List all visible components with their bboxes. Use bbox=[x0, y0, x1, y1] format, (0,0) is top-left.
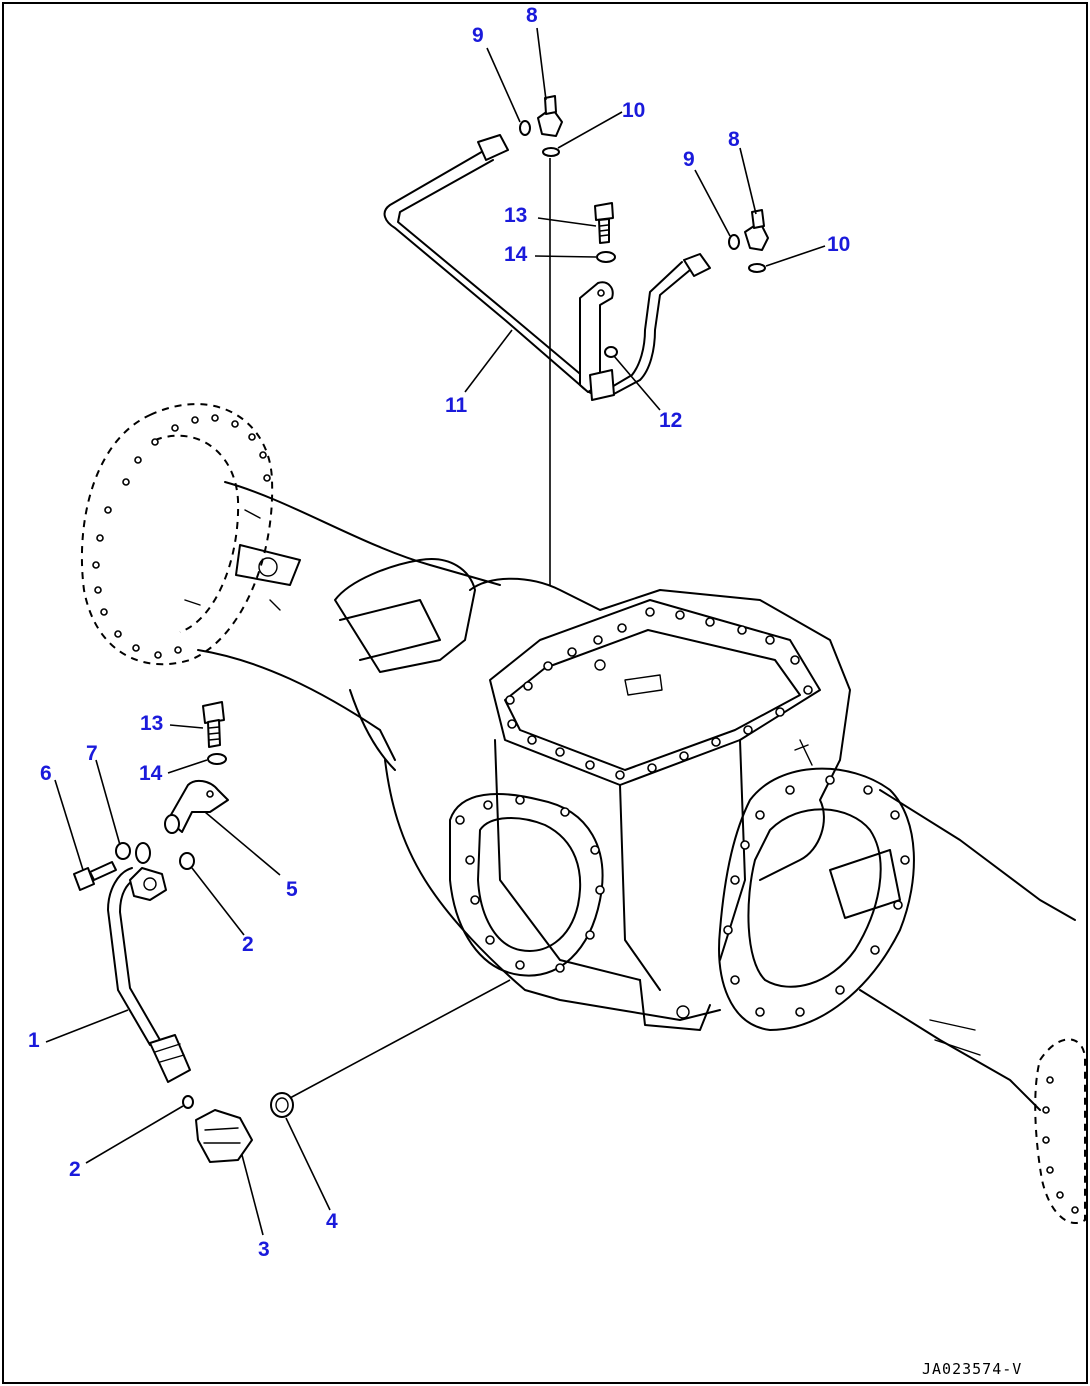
callout-10-right: 10 bbox=[827, 233, 850, 256]
callout-11: 11 bbox=[445, 394, 468, 417]
drawing-code: JA023574-V bbox=[922, 1360, 1022, 1378]
callout-6: 6 bbox=[40, 762, 52, 785]
callout-8-right: 8 bbox=[728, 128, 740, 151]
cover-bolts bbox=[505, 607, 813, 780]
callout-4: 4 bbox=[326, 1210, 338, 1233]
callout-8-upper: 8 bbox=[526, 4, 538, 27]
callout-2-upper: 2 bbox=[242, 933, 254, 956]
callout-12: 12 bbox=[659, 409, 682, 432]
callout-14-upper: 14 bbox=[504, 243, 528, 266]
callout-7: 7 bbox=[86, 742, 98, 765]
callout-9-upper: 9 bbox=[472, 24, 484, 47]
callout-14-lower: 14 bbox=[139, 762, 163, 785]
tube-assembly-upper bbox=[383, 95, 769, 585]
leader-lines bbox=[45, 27, 826, 1236]
right-flange-bolts bbox=[723, 775, 910, 1017]
input-flange-bolts bbox=[455, 795, 605, 973]
callout-9-right: 9 bbox=[683, 148, 695, 171]
callout-13-lower: 13 bbox=[140, 712, 163, 735]
callout-5: 5 bbox=[286, 878, 298, 901]
callout-10-upper: 10 bbox=[622, 99, 645, 122]
tube-assembly-lower bbox=[73, 701, 511, 1163]
callout-1: 1 bbox=[28, 1029, 40, 1052]
axle-housing-drawing bbox=[80, 403, 1086, 1225]
hub-bolt-circle bbox=[92, 414, 271, 659]
callout-3: 3 bbox=[258, 1238, 270, 1261]
callout-labels: 1 2 2 3 4 5 6 7 8 8 9 9 10 10 11 12 13 1… bbox=[28, 4, 850, 1261]
callout-13-upper: 13 bbox=[504, 204, 527, 227]
callout-2-lower: 2 bbox=[69, 1158, 81, 1181]
